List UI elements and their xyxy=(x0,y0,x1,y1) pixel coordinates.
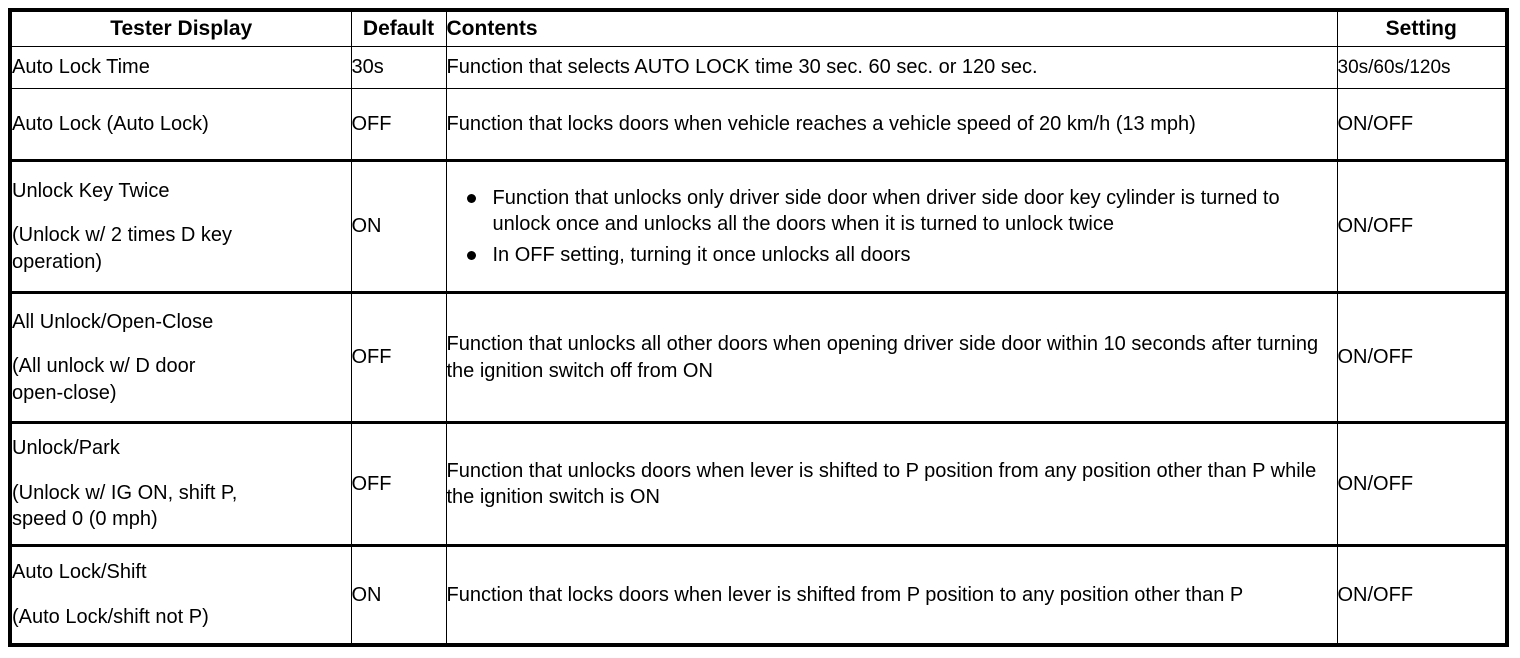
tester-display-alias-line1: (Unlock w/ 2 times D key xyxy=(12,224,233,247)
table-row: Unlock/Park (Unlock w/ IG ON, shift P, s… xyxy=(9,421,1508,546)
tester-display-name: Auto Lock (Auto Lock) xyxy=(12,112,209,135)
list-item: Function that unlocks only driver side d… xyxy=(465,185,1337,238)
column-header-contents: Contents xyxy=(445,9,1338,47)
table-row: Auto Lock/Shift (Auto Lock/shift not P) … xyxy=(9,544,1508,645)
cell-setting-options: ON/OFF xyxy=(1336,159,1508,293)
cell-contents: Function that unlocks all other doors wh… xyxy=(445,291,1338,423)
table-row: Auto Lock (Auto Lock) OFF Function that … xyxy=(9,88,1508,161)
cell-tester-display: Auto Lock/Shift (Auto Lock/shift not P) xyxy=(9,544,352,645)
header-row: Tester Display Default Contents Setting xyxy=(9,9,1508,47)
table-row: All Unlock/Open-Close (All unlock w/ D d… xyxy=(9,291,1508,423)
bullet-text: Function that unlocks only driver side d… xyxy=(492,186,1280,236)
tester-display-name: All Unlock/Open-Close xyxy=(12,310,214,333)
table-row: Auto Lock Time 30s Function that selects… xyxy=(9,46,1508,89)
column-header-default: Default xyxy=(350,9,447,47)
table-header: Tester Display Default Contents Setting xyxy=(9,9,1508,47)
tester-display-alias-line2: operation) xyxy=(12,250,103,273)
tester-display-name: Auto Lock/Shift xyxy=(12,561,147,584)
cell-contents: Function that unlocks doors when lever i… xyxy=(445,421,1338,546)
cell-setting-options: ON/OFF xyxy=(1336,544,1508,645)
tester-display-alias-line1: (All unlock w/ D door xyxy=(12,355,196,378)
cell-tester-display: All Unlock/Open-Close (All unlock w/ D d… xyxy=(9,291,352,423)
column-header-tester-display: Tester Display xyxy=(9,9,352,47)
cell-tester-display: Unlock/Park (Unlock w/ IG ON, shift P, s… xyxy=(9,421,352,546)
cell-default-value: 30s xyxy=(350,46,447,89)
bullet-dot-icon xyxy=(466,250,476,260)
tester-display-alias-line1: (Unlock w/ IG ON, shift P, xyxy=(12,481,238,504)
column-header-setting: Setting xyxy=(1336,9,1508,47)
cell-setting-options: ON/OFF xyxy=(1336,88,1508,161)
cell-default-value: ON xyxy=(350,544,447,645)
contents-paragraph: Function that unlocks doors when lever i… xyxy=(446,459,1317,508)
contents-paragraph: Function that locks doors when vehicle r… xyxy=(446,112,1196,135)
bullet-dot-icon xyxy=(466,193,476,203)
tester-display-name: Unlock/Park xyxy=(12,437,120,460)
tester-display-alias-line2: speed 0 (0 mph) xyxy=(12,508,158,531)
bullet-text: In OFF setting, turning it once unlocks … xyxy=(492,243,911,266)
table-body: Auto Lock Time 30s Function that selects… xyxy=(9,46,1508,645)
tester-display-alias-line2: open-close) xyxy=(12,381,117,404)
tester-display-settings-table: Tester Display Default Contents Setting … xyxy=(8,8,1509,647)
cell-contents: Function that selects AUTO LOCK time 30 … xyxy=(445,46,1338,89)
cell-default-value: OFF xyxy=(350,291,447,423)
cell-setting-options: ON/OFF xyxy=(1336,421,1508,546)
tester-display-name: Auto Lock Time xyxy=(12,56,150,79)
tester-display-alias-line1: (Auto Lock/shift not P) xyxy=(12,605,209,628)
contents-paragraph: Function that locks doors when lever is … xyxy=(446,583,1244,606)
cell-setting-options: ON/OFF xyxy=(1336,291,1508,423)
tester-display-name: Unlock Key Twice xyxy=(12,179,170,202)
cell-contents: Function that locks doors when lever is … xyxy=(445,544,1338,645)
cell-tester-display: Auto Lock (Auto Lock) xyxy=(9,88,352,161)
contents-paragraph: Function that selects AUTO LOCK time 30 … xyxy=(446,56,1038,79)
cell-default-value: ON xyxy=(350,159,447,293)
table-row: Unlock Key Twice (Unlock w/ 2 times D ke… xyxy=(9,159,1508,293)
cell-tester-display: Unlock Key Twice (Unlock w/ 2 times D ke… xyxy=(9,159,352,293)
contents-paragraph: Function that unlocks all other doors wh… xyxy=(446,333,1319,382)
list-item: In OFF setting, turning it once unlocks … xyxy=(465,242,1337,268)
cell-contents: Function that unlocks only driver side d… xyxy=(445,159,1338,293)
contents-bullet-list: Function that unlocks only driver side d… xyxy=(447,185,1337,268)
cell-tester-display: Auto Lock Time xyxy=(9,46,352,89)
cell-contents: Function that locks doors when vehicle r… xyxy=(445,88,1338,161)
cell-setting-options: 30s/60s/120s xyxy=(1336,46,1508,89)
cell-default-value: OFF xyxy=(350,88,447,161)
cell-default-value: OFF xyxy=(350,421,447,546)
